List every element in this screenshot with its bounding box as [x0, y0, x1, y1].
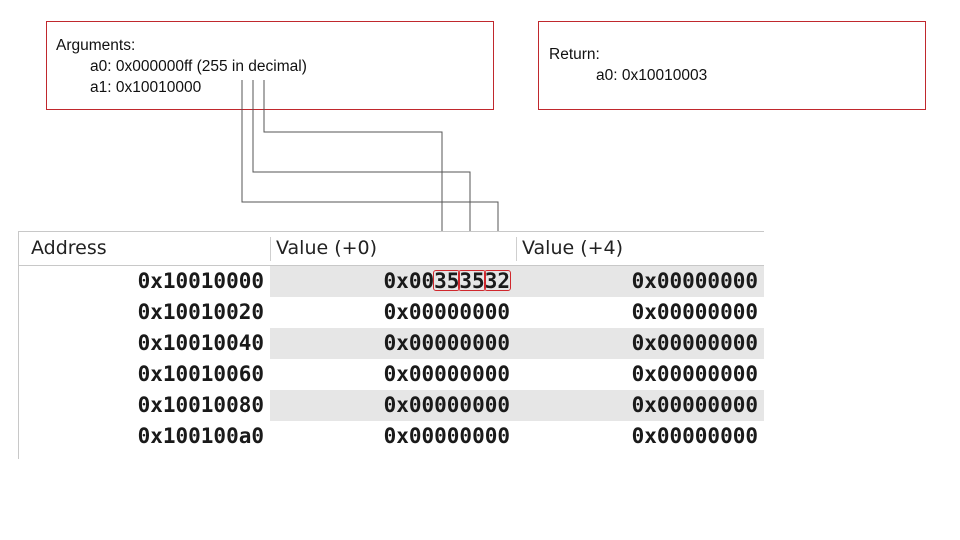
highlighted-byte: 35	[433, 269, 461, 293]
table-row: 0x100100a0 0x00000000 0x00000000	[19, 421, 764, 452]
value-4-cell[interactable]: 0x00000000	[631, 362, 758, 386]
value-0-cell[interactable]: 0x00000000	[383, 424, 510, 448]
argument-a0: a0: 0x000000ff (255 in decimal)	[90, 58, 307, 75]
value-0-cell[interactable]: 0x00000000	[270, 390, 516, 421]
arguments-box: Arguments: a0: 0x000000ff (255 in decima…	[46, 21, 494, 110]
table-row: 0x10010000 0x00353532 0x00000000	[19, 266, 764, 297]
value-4-cell[interactable]: 0x00000000	[516, 266, 764, 297]
table-row: 0x10010020 0x00000000 0x00000000	[19, 297, 764, 328]
value-4-cell[interactable]: 0x00000000	[631, 300, 758, 324]
value-4-cell[interactable]: 0x00000000	[516, 328, 764, 359]
address-cell: 0x10010080	[137, 393, 264, 417]
return-box: Return: a0: 0x10010003	[538, 21, 926, 110]
address-cell: 0x100100a0	[137, 424, 264, 448]
value-prefix: 0x00	[383, 269, 435, 293]
value-4-cell[interactable]: 0x00000000	[516, 390, 764, 421]
argument-a1: a1: 0x10010000	[90, 79, 202, 96]
value-0-cell[interactable]: 0x00000000	[270, 328, 516, 359]
highlighted-byte: 32	[483, 269, 511, 293]
value-0-cell[interactable]: 0x00000000	[383, 300, 510, 324]
value-0-cell[interactable]: 0x00353532	[270, 266, 516, 297]
table-header: Address Value (+0) Value (+4)	[19, 231, 764, 266]
arguments-title: Arguments:	[56, 37, 136, 54]
value-0-cell[interactable]: 0x00000000	[383, 362, 510, 386]
header-value-4[interactable]: Value (+4)	[522, 237, 624, 259]
address-cell: 0x10010020	[137, 300, 264, 324]
return-title: Return:	[549, 46, 600, 63]
table-row: 0x10010040 0x00000000 0x00000000	[19, 328, 764, 359]
return-a0: a0: 0x10010003	[596, 67, 708, 84]
header-address[interactable]: Address	[31, 237, 107, 259]
highlighted-byte: 35	[458, 269, 486, 293]
address-cell: 0x10010040	[137, 331, 264, 355]
address-cell: 0x10010000	[137, 269, 264, 293]
value-4-cell[interactable]: 0x00000000	[631, 424, 758, 448]
header-value-0[interactable]: Value (+0)	[276, 237, 378, 259]
memory-table: Address Value (+0) Value (+4) 0x10010000…	[18, 231, 764, 459]
table-row: 0x10010080 0x00000000 0x00000000	[19, 390, 764, 421]
address-cell: 0x10010060	[137, 362, 264, 386]
table-row: 0x10010060 0x00000000 0x00000000	[19, 359, 764, 390]
